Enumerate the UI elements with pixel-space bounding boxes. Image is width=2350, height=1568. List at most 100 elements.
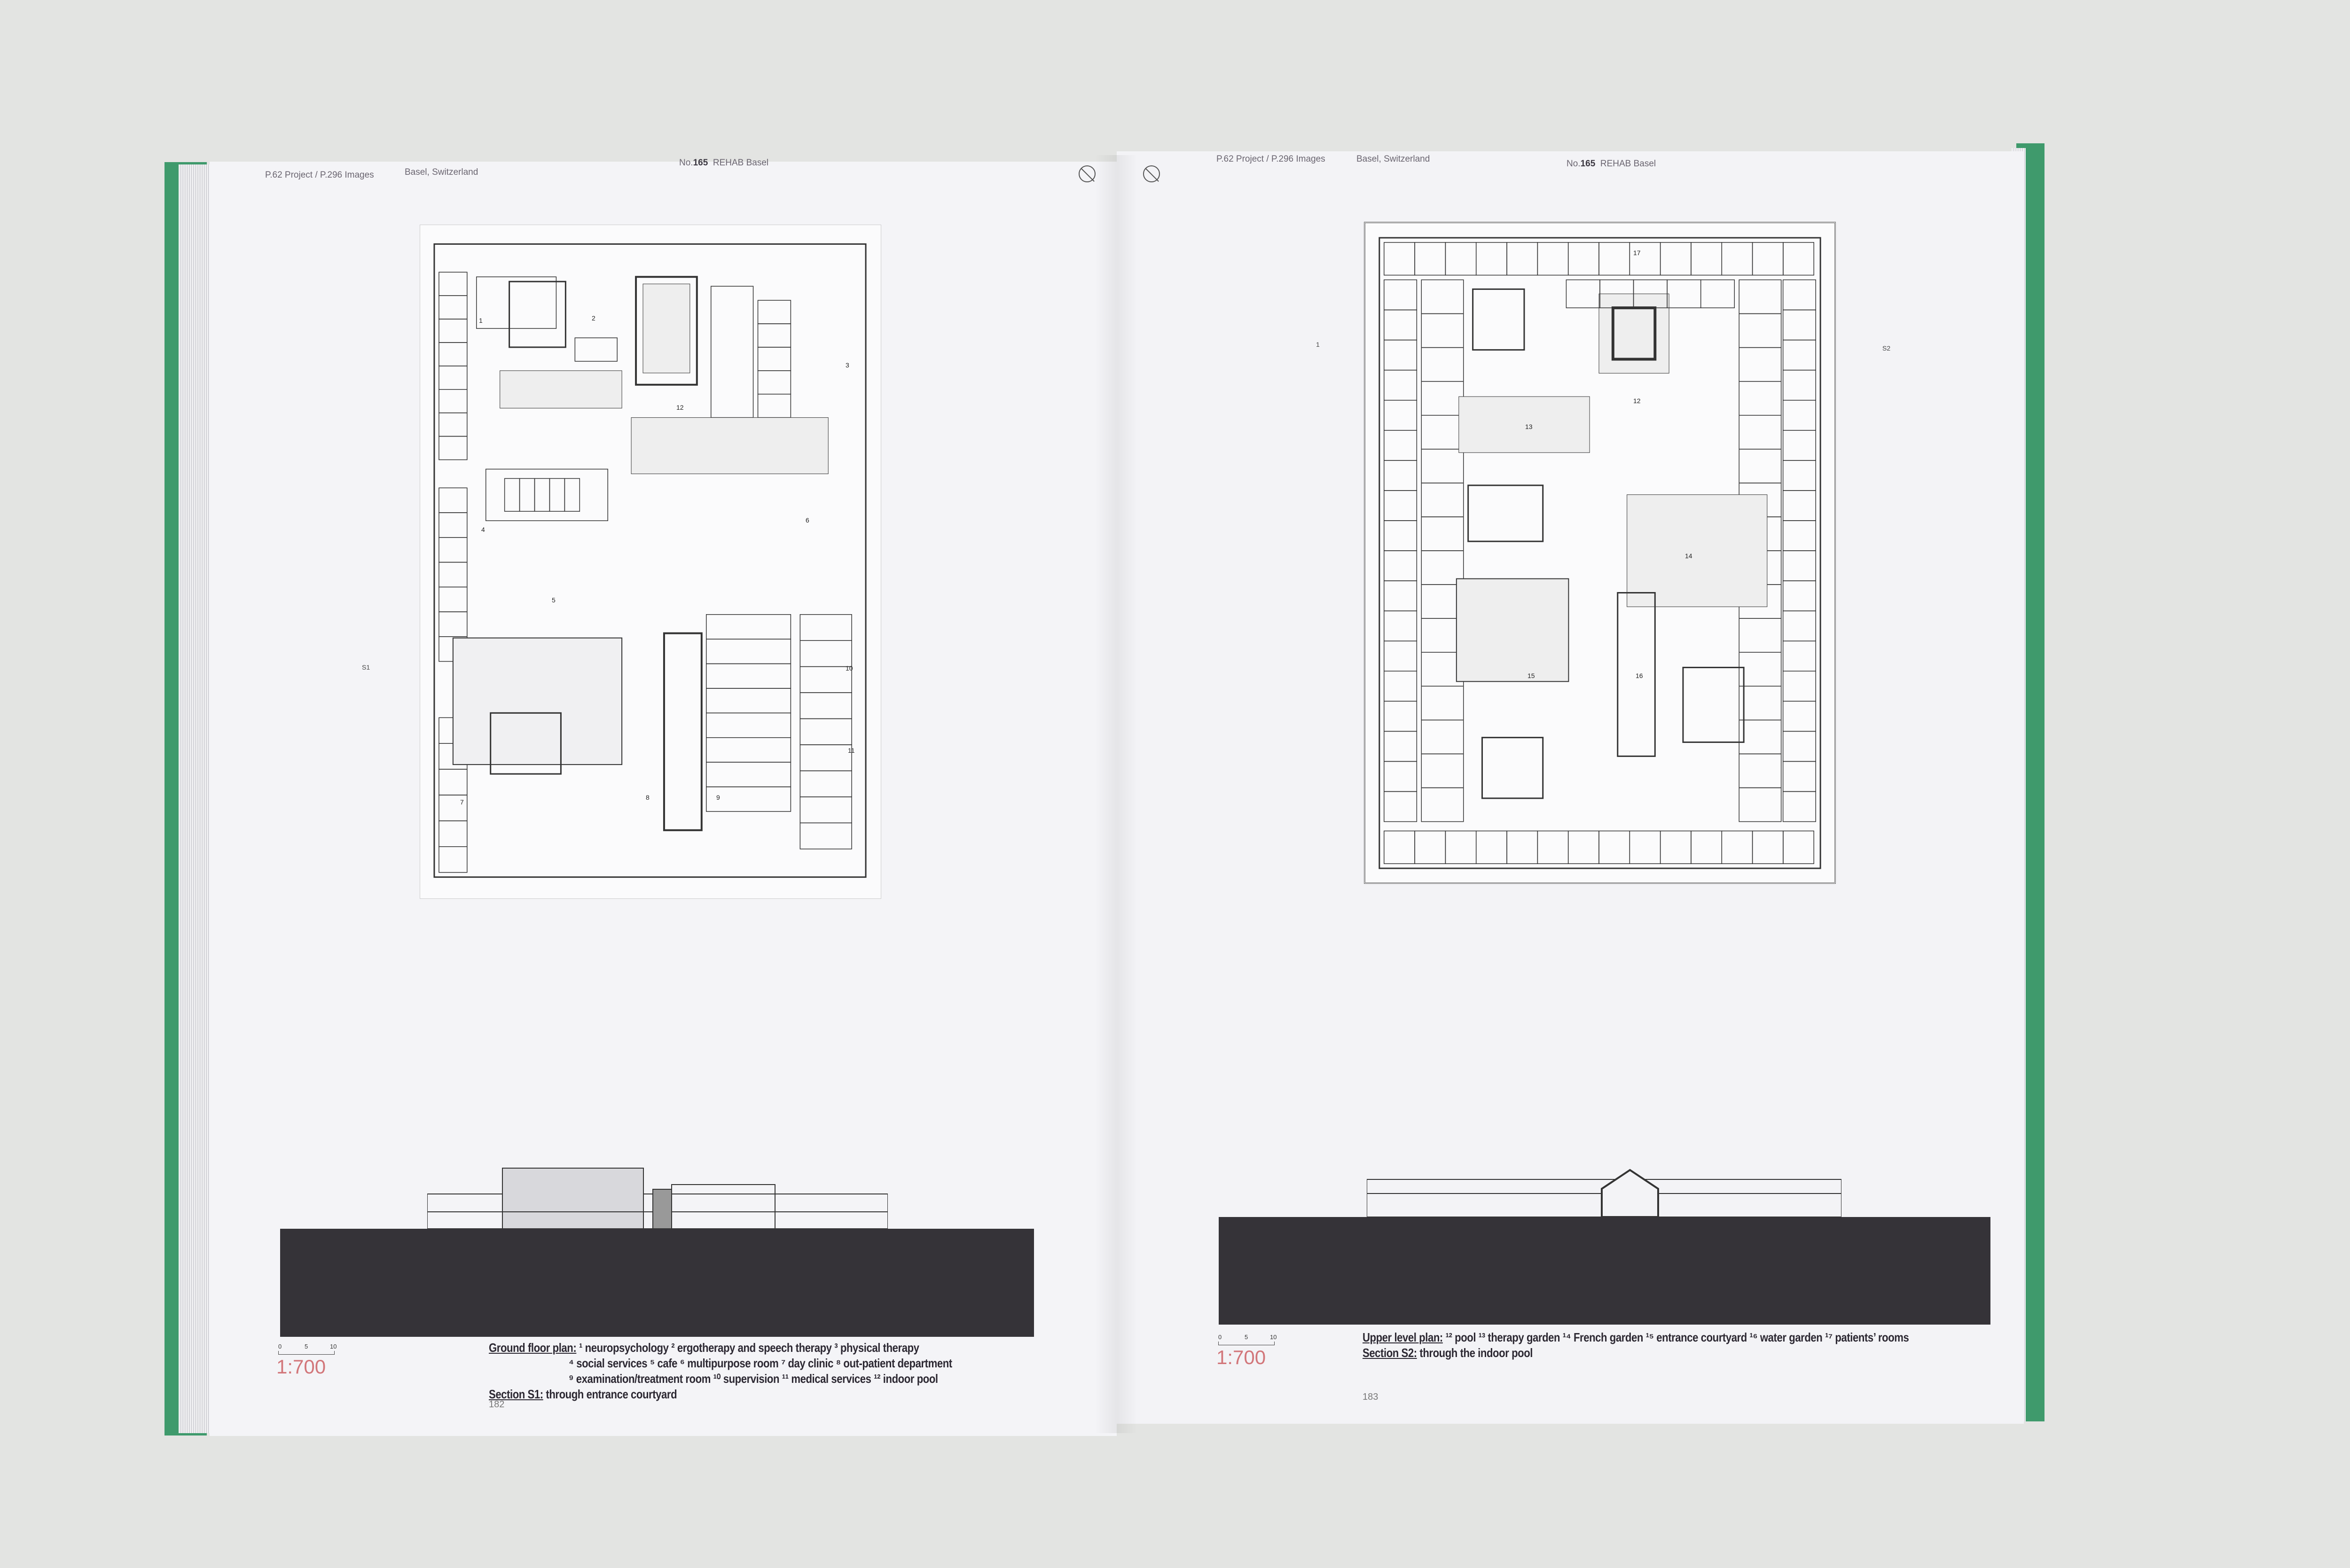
- plan-room: [1421, 279, 1464, 314]
- plan-room: [663, 632, 703, 831]
- plan-room: [1384, 791, 1418, 822]
- plan-room: [706, 688, 791, 714]
- plan-room: [1384, 399, 1418, 431]
- plan-room: [1384, 309, 1418, 341]
- plan-room: [1739, 618, 1782, 653]
- page-number: 182: [489, 1399, 505, 1410]
- plan-label: 1: [479, 317, 483, 324]
- scale-tick: 0: [278, 1343, 282, 1350]
- plan-room: [439, 319, 468, 343]
- plan-room: [1782, 761, 1816, 792]
- plan-room: [1537, 830, 1569, 864]
- plan-room: [574, 337, 618, 362]
- plan-label: 2: [592, 314, 595, 322]
- plan-room: [1445, 242, 1477, 276]
- plan-room: [1782, 701, 1816, 732]
- plan-room: [439, 436, 468, 460]
- caption-line: ¹² pool ¹³ therapy garden ¹⁴ French gard…: [1442, 1330, 1909, 1344]
- plan-room: [1421, 719, 1464, 755]
- caption-label: Upper level plan:: [1363, 1330, 1443, 1344]
- plan-room: [504, 478, 520, 512]
- plan-room: [799, 692, 852, 719]
- plan-room: [1783, 830, 1815, 864]
- plan-room: [1472, 288, 1525, 351]
- plan-room: [706, 639, 791, 664]
- scale-tick: 10: [330, 1343, 337, 1350]
- plan-room: [1384, 430, 1418, 461]
- plan-room: [439, 846, 468, 873]
- plan-room: [1384, 520, 1418, 551]
- section-marker-s2: S2: [1882, 344, 1891, 352]
- section-s1-ground: [280, 1229, 1034, 1337]
- plan-room: [706, 663, 791, 689]
- plan-room: [1384, 490, 1418, 521]
- plan-room: [439, 487, 468, 513]
- plan-room: [1782, 369, 1816, 401]
- plan-room: [1782, 640, 1816, 672]
- plan-label: 16: [1636, 672, 1643, 679]
- plan-room: [1617, 592, 1656, 757]
- plan-room: [1682, 667, 1745, 743]
- plan-room: [1782, 520, 1816, 551]
- plan-room: [1384, 580, 1418, 611]
- plan-room: [1384, 369, 1418, 401]
- plan-room: [439, 295, 468, 320]
- plan-room: [564, 478, 580, 512]
- header-project: No.165 REHAB Basel: [679, 158, 768, 168]
- plan-room: [1752, 242, 1784, 276]
- plan-label: 4: [481, 526, 485, 533]
- no-label: No.: [1567, 159, 1581, 169]
- caption-label: Ground floor plan:: [489, 1341, 577, 1355]
- plan-room: [1414, 242, 1446, 276]
- plan-room: [1721, 830, 1753, 864]
- upper-level-plan: 12 13 14 15 16 17: [1364, 222, 1836, 884]
- plan-room: [635, 276, 698, 386]
- plan-room: [1598, 830, 1630, 864]
- plan-room: [1384, 731, 1418, 762]
- scale-tick: 5: [1245, 1334, 1248, 1341]
- plan-room: [1598, 293, 1669, 374]
- plan-room: [1691, 830, 1723, 864]
- plan-room: [1537, 242, 1569, 276]
- plan-room: [799, 640, 852, 667]
- plan-room: [1384, 279, 1418, 311]
- plan-label: 13: [1525, 423, 1533, 430]
- plan-room: [1421, 787, 1464, 822]
- plan-room: [799, 718, 852, 745]
- section-marker-s1: S1: [362, 663, 370, 671]
- plan-room: [1782, 550, 1816, 581]
- plan-room: [500, 370, 622, 409]
- plan-room: [1627, 494, 1768, 607]
- plan-room: [476, 276, 557, 329]
- plan-room: [1782, 610, 1816, 641]
- plan-room: [1782, 399, 1816, 431]
- plan-room: [1667, 279, 1701, 308]
- plan-room: [1506, 830, 1538, 864]
- plan-room: [1629, 830, 1661, 864]
- scale-ratio: 1:700: [1216, 1346, 1266, 1368]
- plan-room: [1567, 830, 1599, 864]
- no-value: 165: [693, 158, 708, 168]
- plan-room: [1782, 731, 1816, 762]
- plan-room: [1739, 347, 1782, 382]
- plan-room: [1379, 237, 1821, 869]
- plan-room: [706, 786, 791, 812]
- scale-tick: 0: [1218, 1334, 1222, 1341]
- plan-room: [799, 770, 852, 797]
- plan-room: [439, 611, 468, 637]
- plan-room: [1456, 578, 1569, 682]
- plan-room: [757, 323, 791, 348]
- plan-room: [1660, 830, 1692, 864]
- plan-room: [1739, 753, 1782, 788]
- plan-room: [1782, 430, 1816, 461]
- plan-room: [757, 370, 791, 395]
- plan-room: [534, 478, 550, 512]
- plan-room: [439, 769, 468, 796]
- plan-room: [1384, 610, 1418, 641]
- plan-room: [1475, 242, 1507, 276]
- header-project: No.165 REHAB Basel: [1567, 159, 1656, 169]
- plan-room: [799, 796, 852, 824]
- plan-room: [439, 820, 468, 847]
- plan-room: [439, 272, 468, 296]
- plan-drawing: [1379, 237, 1821, 869]
